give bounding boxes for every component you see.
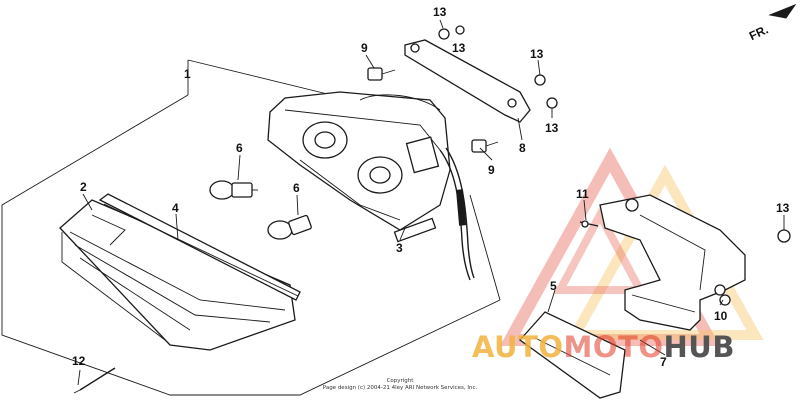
copyright-notice: Copyright Page design (c) 2004-21 4ley A… bbox=[300, 378, 500, 392]
callout-13e: 13 bbox=[776, 201, 790, 215]
callout-9b: 9 bbox=[488, 163, 495, 177]
tail-lens bbox=[59, 199, 296, 351]
callout-13c: 13 bbox=[530, 47, 544, 61]
callout-9a: 9 bbox=[361, 41, 368, 55]
callout-1: 1 bbox=[184, 67, 191, 81]
callout-3: 3 bbox=[396, 241, 403, 255]
socket-screw-9-top bbox=[367, 67, 396, 81]
wiring-harness bbox=[359, 94, 475, 281]
callout-13b: 13 bbox=[452, 41, 466, 55]
copyright-line-1: Copyright bbox=[386, 378, 414, 384]
nut-13-b bbox=[455, 25, 465, 35]
nut-13-d bbox=[546, 97, 558, 109]
callout-5: 5 bbox=[550, 279, 557, 293]
callout-13a: 13 bbox=[433, 5, 447, 19]
watermark-brand: AUTOMOTOHUB bbox=[472, 330, 735, 364]
socket-screw-9-right bbox=[471, 139, 499, 153]
nut-13-a bbox=[438, 28, 450, 40]
nut-13-e bbox=[777, 229, 791, 243]
license-bracket bbox=[599, 194, 746, 331]
callout-12: 12 bbox=[72, 354, 86, 368]
bulb-6-upper bbox=[209, 180, 258, 200]
callout-4: 4 bbox=[172, 201, 179, 215]
bulb-6-lower bbox=[267, 214, 312, 240]
bolt-10 bbox=[719, 294, 731, 306]
callout-7: 7 bbox=[660, 355, 667, 369]
nut-13-c bbox=[534, 74, 546, 86]
callout-8: 8 bbox=[519, 141, 526, 155]
reflector bbox=[519, 311, 626, 399]
callout-6a: 6 bbox=[236, 141, 243, 155]
callout-2: 2 bbox=[80, 180, 87, 194]
callout-13d: 13 bbox=[545, 121, 559, 135]
callout-10: 10 bbox=[714, 309, 728, 323]
mounting-bracket bbox=[404, 39, 531, 123]
bolt-12 bbox=[73, 367, 116, 394]
lens-gasket bbox=[98, 193, 301, 301]
callout-11: 11 bbox=[576, 187, 589, 201]
light-housing bbox=[267, 91, 451, 243]
leader-lines bbox=[77, 19, 785, 386]
front-direction-marker: FR. bbox=[747, 3, 797, 43]
front-marker-label: FR. bbox=[747, 22, 770, 43]
copyright-line-2: Page design (c) 2004-21 4ley ARI Network… bbox=[322, 385, 478, 391]
watermark-part-moto: MOTO bbox=[563, 330, 664, 364]
bolt-11 bbox=[579, 220, 599, 228]
watermark-part-auto: AUTO bbox=[472, 330, 564, 364]
watermark-part-hub: HUB bbox=[663, 330, 735, 364]
callout-6b: 6 bbox=[293, 181, 300, 195]
